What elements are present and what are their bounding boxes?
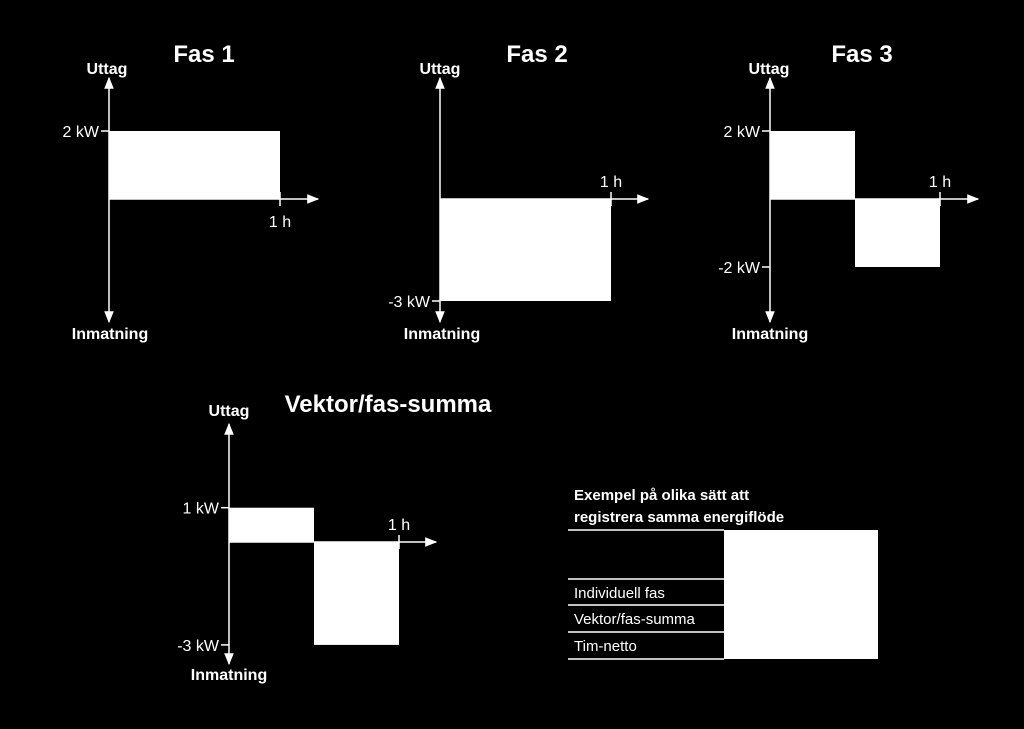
power-bar [855, 199, 940, 267]
x-tick-label: 1 h [600, 174, 622, 191]
chart-title: Fas 2 [506, 41, 567, 68]
x-tick-label: 1 h [269, 214, 291, 231]
y-tick-label: 2 kW [63, 124, 100, 141]
power-bar [440, 199, 611, 301]
y-axis-label-top: Uttag [749, 61, 790, 78]
y-tick-label: 1 kW [183, 501, 220, 518]
power-bar [314, 542, 399, 645]
table-row-label: Vektor/fas-summa [574, 611, 696, 628]
table-row-label: Tim-netto [574, 638, 637, 655]
comparison-table: Exempel på olika sätt att registrera sam… [568, 487, 878, 660]
x-tick-label: 1 h [929, 174, 951, 191]
chart-title: Fas 3 [831, 41, 892, 68]
table-white-box [724, 530, 878, 659]
power-bar [770, 131, 855, 199]
y-axis-label-bottom: Inmatning [404, 326, 480, 343]
y-axis-label-top: Uttag [420, 61, 461, 78]
chart-title: Fas 1 [173, 41, 234, 68]
power-bar [109, 131, 280, 199]
y-axis-label-bottom: Inmatning [191, 667, 267, 684]
y-tick-label: -3 kW [388, 294, 431, 311]
y-axis-label-top: Uttag [209, 403, 250, 420]
table-row-label: Individuell fas [574, 585, 665, 602]
y-tick-label: -2 kW [718, 260, 761, 277]
table-title-line-1: Exempel på olika sätt att [574, 487, 749, 504]
x-tick-label: 1 h [388, 517, 410, 534]
chart-title: Vektor/fas-summa [285, 391, 492, 418]
power-bar [229, 507, 314, 542]
table-title-line-2: registrera samma energiflöde [574, 509, 784, 526]
y-axis-label-top: Uttag [87, 61, 128, 78]
y-tick-label: -3 kW [177, 638, 220, 655]
y-tick-label: 2 kW [724, 124, 761, 141]
y-axis-label-bottom: Inmatning [732, 326, 808, 343]
y-axis-label-bottom: Inmatning [72, 326, 148, 343]
